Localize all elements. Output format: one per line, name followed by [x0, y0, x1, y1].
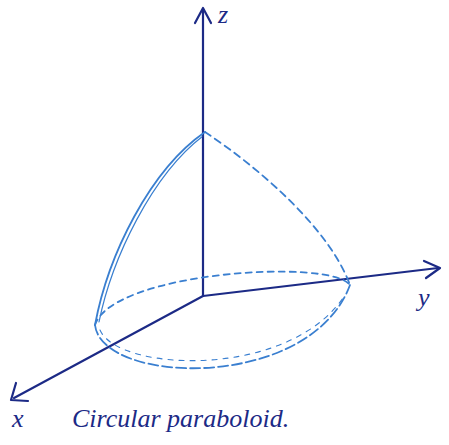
z-axis	[202, 10, 204, 296]
left-profile-retrace	[99, 136, 203, 322]
base-retrace	[100, 295, 345, 361]
left-profile	[95, 132, 205, 325]
base-back	[95, 272, 350, 325]
x-axis	[14, 296, 203, 398]
z-arrowhead	[195, 8, 211, 23]
axes	[11, 8, 440, 401]
axis-label: z	[218, 0, 228, 30]
y-axis	[203, 268, 438, 296]
axis-label: x	[12, 404, 24, 434]
apex-mark	[202, 136, 203, 160]
right-profile	[205, 132, 350, 285]
axis-label: y	[418, 283, 430, 313]
caption: Circular paraboloid.	[72, 404, 289, 434]
base-front	[95, 285, 350, 368]
y-arrowhead	[424, 261, 440, 278]
paraboloid-surface	[95, 132, 350, 368]
x-arrowhead	[11, 383, 28, 401]
